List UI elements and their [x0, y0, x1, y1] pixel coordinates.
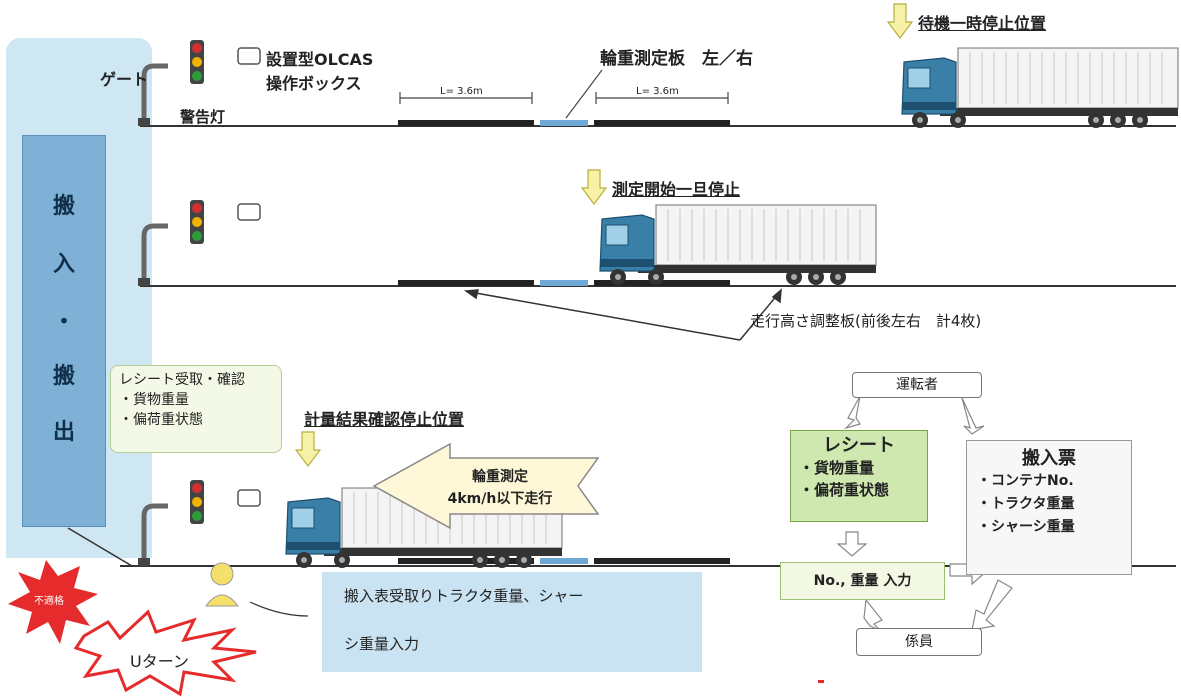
- callout-line3: ・偏荷重状態: [119, 412, 203, 428]
- receipt-title: レシート: [823, 435, 895, 456]
- callout-line1: レシート受取・確認: [119, 372, 245, 388]
- height-plate: [398, 280, 534, 286]
- entry-line1: 搬入表受取りトラクタ重量、シャー: [344, 587, 584, 605]
- receipt-item: ・貨物重量: [799, 459, 875, 477]
- length-label-right: L= 3.6m: [636, 86, 679, 97]
- ticket-item: ・コンテナNo.: [977, 473, 1074, 489]
- traffic-light-icon: [190, 40, 204, 84]
- number-weight-input-box: No., 重量 入力: [780, 562, 945, 600]
- height-plate-label: 走行高さ調整板(前後左右 計4枚): [750, 312, 982, 330]
- big-arrow-line1: 輪重測定: [472, 469, 528, 485]
- callout-line2: ・貨物重量: [119, 392, 189, 408]
- height-plate: [594, 558, 730, 564]
- measure-start-stop-label: 測定開始一旦停止: [612, 180, 741, 199]
- height-plate: [398, 120, 534, 126]
- truck-icon: [599, 204, 877, 286]
- entry-line2: シ重量入力: [344, 635, 420, 653]
- reject-burst-icon: [8, 560, 98, 644]
- gate-label: ゲート: [100, 70, 149, 89]
- olcas-box-label-line1: 設置型OLCAS: [266, 50, 374, 69]
- length-label-left: L= 3.6m: [440, 86, 483, 97]
- entry-instruction-box: 搬入表受取りトラクタ重量、シャー シ重量入力: [322, 572, 702, 672]
- operation-box-icon: [237, 489, 261, 507]
- reject-burst-text: 不適格: [34, 596, 64, 607]
- side-char: 搬: [52, 364, 75, 389]
- side-char: 出: [52, 420, 75, 445]
- carry-in-ticket-box: 搬入票 ・コンテナNo. ・トラクタ重量 ・シャーシ重量: [966, 440, 1132, 575]
- result-stop-label: 計量結果確認停止位置: [304, 410, 465, 429]
- big-arrow-line2: 4km/h以下走行: [447, 491, 553, 507]
- receipt-check-callout: レシート受取・確認 ・貨物重量 ・偏荷重状態: [110, 365, 282, 453]
- carry-in-out-panel: 搬 入 ・ 搬 出: [22, 135, 106, 527]
- direction-arrow-icon: [372, 442, 600, 530]
- side-char: 入: [52, 252, 75, 277]
- truck-icon: [901, 47, 1179, 129]
- worker-icon: [205, 562, 239, 607]
- big-arrow-text: 輪重測定 4km/h以下走行: [430, 466, 570, 510]
- receipt-item: ・偏荷重状態: [799, 481, 890, 499]
- traffic-light-icon: [190, 200, 204, 244]
- driver-box: 運転者: [852, 372, 982, 398]
- uturn-burst-icon: [73, 609, 257, 697]
- ticket-item: ・シャーシ重量: [977, 519, 1075, 535]
- side-char: ・: [52, 310, 75, 335]
- traffic-light-icon: [190, 480, 204, 524]
- wheel-load-plate: [540, 558, 588, 564]
- gate-icon: [138, 226, 168, 286]
- gate-icon: [138, 506, 168, 566]
- ticket-item: ・トラクタ重量: [977, 496, 1075, 512]
- height-plate: [594, 120, 730, 126]
- olcas-box-label-line2: 操作ボックス: [266, 74, 362, 93]
- height-plate: [594, 280, 730, 286]
- height-plate: [398, 558, 534, 564]
- wheel-load-plate: [540, 120, 588, 126]
- ticket-title: 搬入票: [1022, 448, 1076, 469]
- operation-box-icon: [237, 203, 261, 221]
- operation-box-icon: [237, 47, 261, 65]
- stop-position-arrow-icon: [887, 3, 913, 39]
- receipt-box: レシート ・貨物重量 ・偏荷重状態: [790, 430, 928, 522]
- staff-box: 係員: [856, 628, 982, 656]
- standby-stop-label: 待機一時停止位置: [918, 14, 1047, 33]
- stop-position-arrow-icon: [581, 169, 607, 205]
- side-char: 搬: [52, 194, 75, 219]
- stop-position-arrow-icon: [295, 431, 321, 467]
- warning-light-label: 警告灯: [180, 108, 226, 126]
- wheel-load-plate: [540, 280, 588, 286]
- plate-title: 輪重測定板 左／右: [600, 49, 753, 69]
- uturn-label: Uターン: [130, 652, 189, 671]
